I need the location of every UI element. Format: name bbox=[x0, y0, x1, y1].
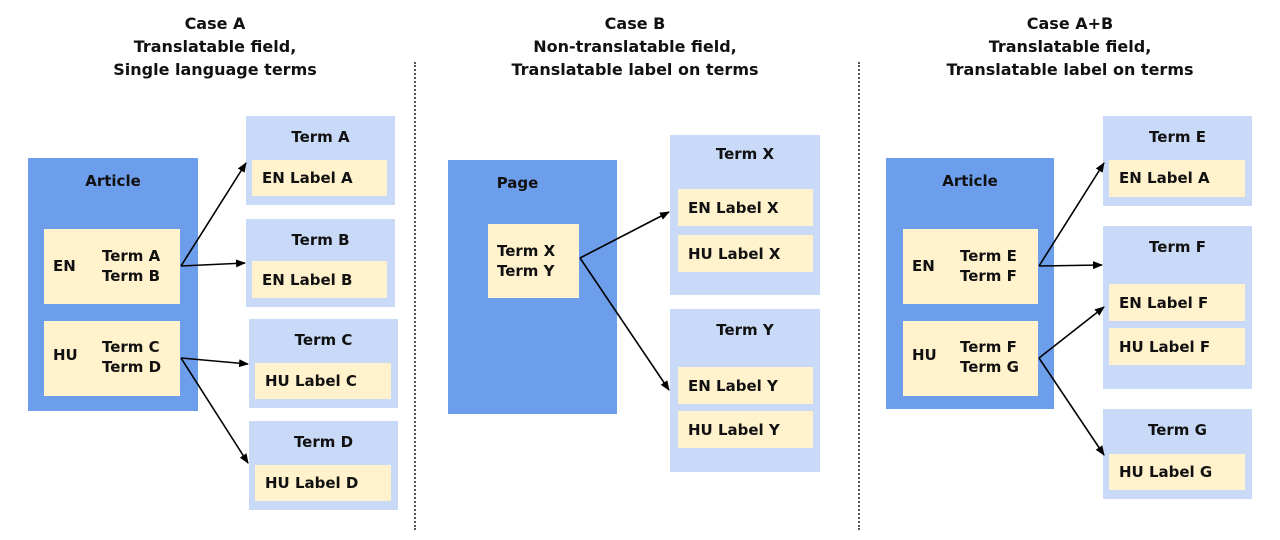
term-title: Term E bbox=[1149, 128, 1206, 146]
term-box-a: Term A EN Label A bbox=[246, 116, 395, 205]
term-box-b: Term B EN Label B bbox=[246, 219, 395, 307]
term-title: Term X bbox=[715, 145, 775, 163]
page-title: Page bbox=[496, 174, 539, 192]
term-title: Term Y bbox=[716, 321, 774, 339]
label-box: HU Label C bbox=[255, 363, 391, 399]
term-box-c: Term C HU Label C bbox=[249, 319, 398, 408]
label-box: EN Label X bbox=[678, 189, 813, 226]
separator-right bbox=[858, 62, 860, 530]
label-box: HU Label D bbox=[255, 465, 391, 501]
label-box: EN Label F bbox=[1109, 284, 1245, 321]
term-ref: Term D bbox=[102, 358, 162, 376]
term-ref: Term B bbox=[102, 267, 161, 285]
label-box: EN Label A bbox=[252, 160, 387, 196]
hu-terms-box: HU Term C Term D bbox=[44, 321, 180, 396]
term-box-y: Term Y EN Label Y HU Label Y bbox=[670, 309, 820, 472]
term-ref: Term G bbox=[960, 358, 1019, 376]
term-title: Term F bbox=[1149, 238, 1206, 256]
article-title: Article bbox=[942, 172, 998, 190]
lang-label-en: EN bbox=[53, 257, 76, 275]
label-box: HU Label G bbox=[1109, 454, 1245, 490]
term-title: Term C bbox=[294, 331, 353, 349]
arrow bbox=[180, 162, 247, 267]
lang-label-hu: HU bbox=[912, 346, 937, 364]
term-title: Term B bbox=[291, 231, 350, 249]
term-ref: Term F bbox=[960, 338, 1017, 356]
case-a-title: Case A Translatable field, Single langua… bbox=[113, 14, 317, 79]
arrow bbox=[579, 211, 670, 259]
term-ref: Term A bbox=[102, 247, 161, 265]
arrow bbox=[1038, 261, 1103, 270]
en-terms-box: EN Term E Term F bbox=[903, 229, 1038, 304]
label-box: HU Label F bbox=[1109, 328, 1245, 365]
label-box: HU Label Y bbox=[678, 411, 813, 448]
arrow bbox=[579, 257, 670, 391]
label-box: EN Label B bbox=[252, 261, 387, 298]
arrow bbox=[1038, 162, 1105, 267]
label-box: EN Label Y bbox=[678, 367, 813, 404]
term-box-d: Term D HU Label D bbox=[249, 421, 398, 510]
terms-box: Term X Term Y bbox=[488, 224, 579, 298]
separator-left bbox=[414, 62, 416, 530]
term-box-x: Term X EN Label X HU Label X bbox=[670, 135, 820, 295]
term-box-g: Term G HU Label G bbox=[1103, 409, 1252, 499]
term-box-f: Term F EN Label F HU Label F bbox=[1103, 226, 1252, 389]
arrow bbox=[1038, 306, 1105, 359]
term-box-e: Term E EN Label A bbox=[1103, 116, 1252, 206]
case-b-title: Case B Non-translatable field, Translata… bbox=[511, 14, 759, 79]
arrow bbox=[1038, 357, 1105, 456]
lang-label-hu: HU bbox=[53, 346, 78, 364]
term-title: Term D bbox=[293, 433, 354, 451]
case-ab-title: Case A+B Translatable field, Translatabl… bbox=[946, 14, 1194, 79]
term-title: Term A bbox=[291, 128, 350, 146]
article-title: Article bbox=[85, 172, 141, 190]
term-ref: Term E bbox=[960, 247, 1017, 265]
term-ref: Term Y bbox=[497, 262, 555, 280]
term-ref: Term X bbox=[497, 242, 556, 260]
en-terms-box: EN Term A Term B bbox=[44, 229, 180, 304]
arrow bbox=[180, 259, 246, 268]
arrow bbox=[180, 357, 249, 464]
term-title: Term G bbox=[1148, 421, 1207, 439]
label-box: HU Label X bbox=[678, 235, 813, 272]
term-ref: Term C bbox=[102, 338, 160, 356]
term-ref: Term F bbox=[960, 267, 1017, 285]
label-box: EN Label A bbox=[1109, 160, 1245, 197]
hu-terms-box: HU Term F Term G bbox=[903, 321, 1038, 396]
lang-label-en: EN bbox=[912, 257, 935, 275]
arrow bbox=[180, 357, 249, 368]
